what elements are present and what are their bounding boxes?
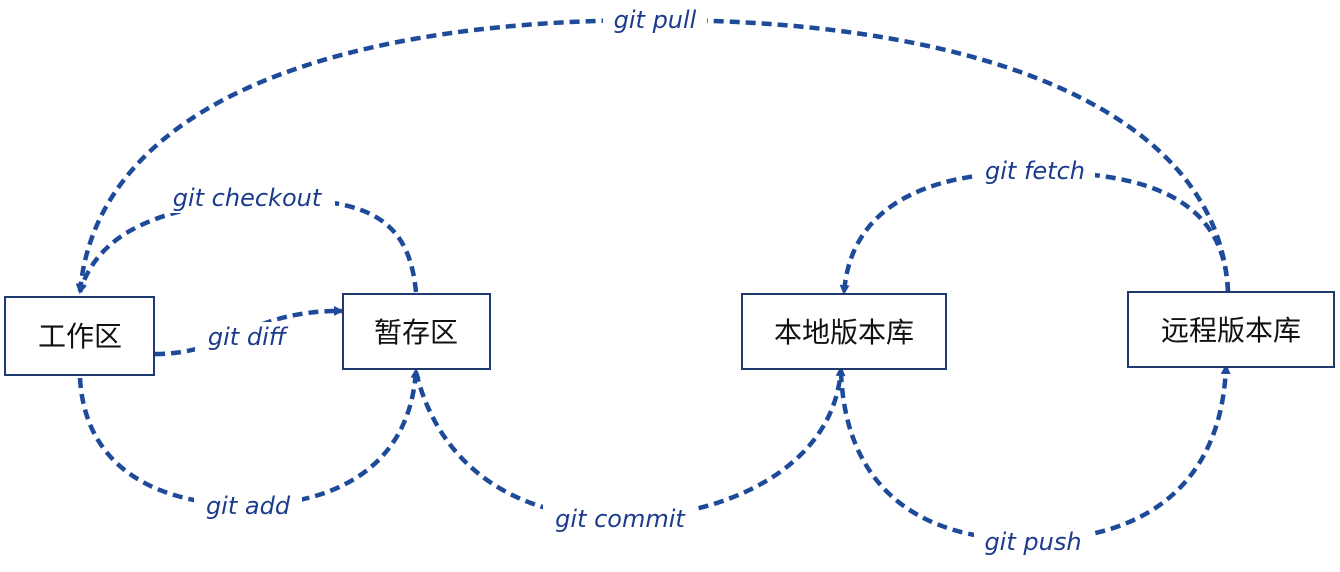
- edge-label-git-push: git push: [984, 528, 1081, 556]
- edge-label-git-checkout: git checkout: [173, 184, 323, 212]
- edge-git-fetch: [839, 169, 1231, 295]
- node-working-directory-label: 工作区: [38, 320, 122, 353]
- edge-label-git-diff-group: git diff: [195, 322, 299, 352]
- edge-git-commit: [413, 366, 846, 521]
- edge-label-git-fetch-group: git fetch: [975, 156, 1095, 186]
- edge-label-git-add: git add: [206, 492, 291, 520]
- edge-label-git-pull: git pull: [614, 6, 697, 34]
- edge-git-add: [77, 368, 421, 508]
- node-working-directory: 工作区: [4, 296, 155, 376]
- node-staging-area: 暂存区: [342, 293, 491, 370]
- edge-label-git-add-group: git add: [194, 491, 302, 521]
- node-local-repository-label: 本地版本库: [774, 316, 914, 349]
- edge-git-diff: [154, 305, 344, 357]
- edge-label-git-push-group: git push: [974, 527, 1092, 557]
- edge-label-git-diff: git diff: [208, 323, 289, 351]
- node-staging-area-label: 暂存区: [374, 316, 458, 349]
- edge-label-git-fetch: git fetch: [985, 157, 1085, 185]
- node-remote-repository: 远程版本库: [1127, 291, 1335, 368]
- edge-label-git-commit-group: git commit: [543, 504, 697, 534]
- edge-git-push: [838, 364, 1231, 543]
- edge-label-git-pull-group: git pull: [603, 5, 707, 35]
- node-local-repository: 本地版本库: [741, 293, 947, 370]
- edge-label-git-checkout-group: git checkout: [160, 183, 335, 213]
- edge-git-checkout: [77, 197, 419, 294]
- node-remote-repository-label: 远程版本库: [1161, 314, 1301, 347]
- edge-label-git-commit: git commit: [555, 505, 686, 533]
